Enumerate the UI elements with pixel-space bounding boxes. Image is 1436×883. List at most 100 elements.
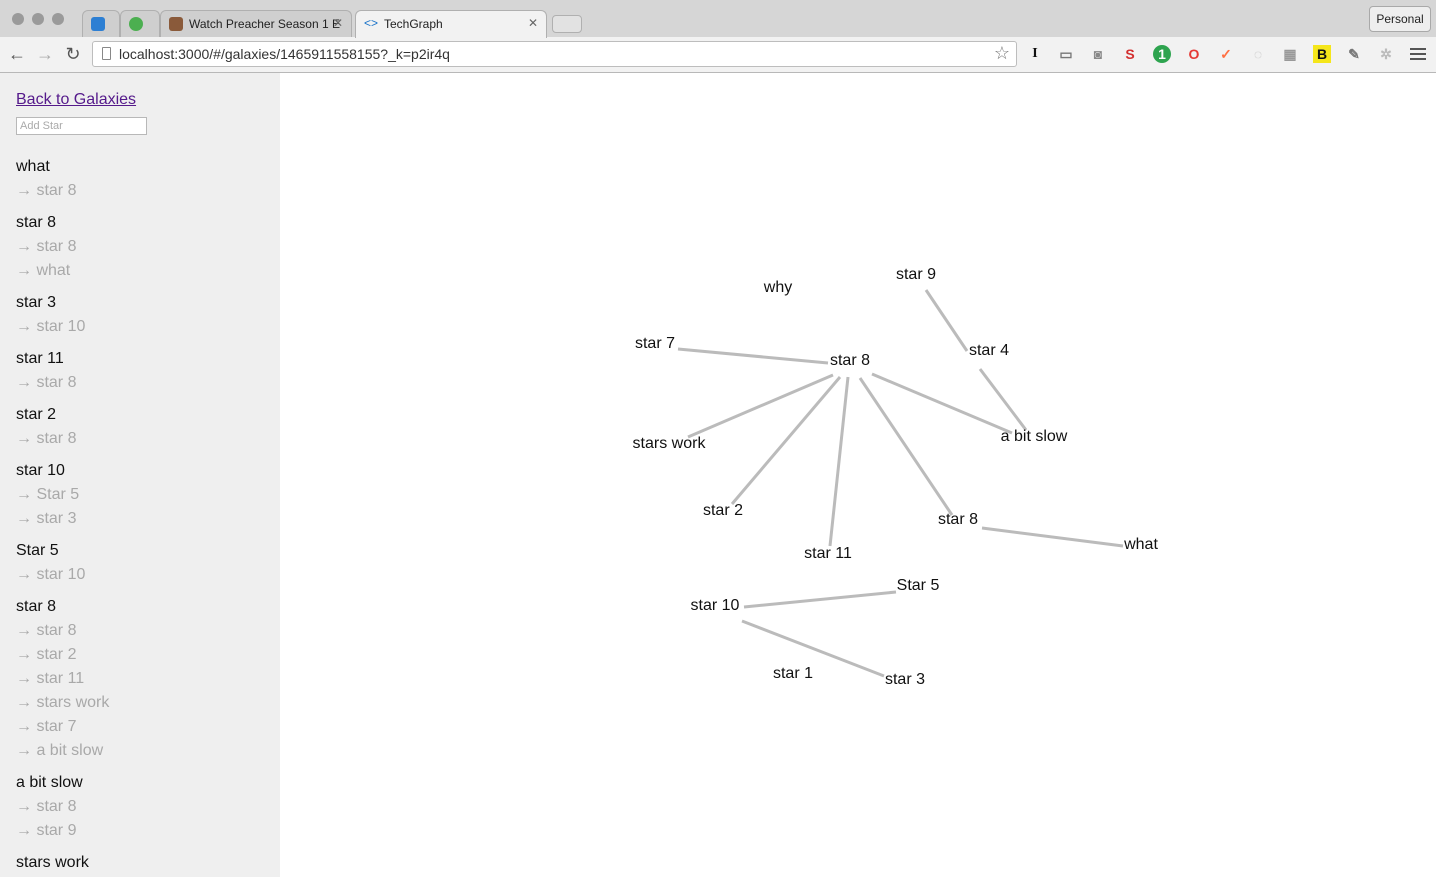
tab-pinned-1[interactable] <box>82 10 120 37</box>
address-bar[interactable]: localhost:3000/#/galaxies/1465911558155?… <box>92 41 1017 67</box>
film-icon <box>169 17 183 31</box>
graph-node-label[interactable]: why <box>763 279 792 296</box>
graph-edge <box>730 376 842 505</box>
star-name[interactable]: star 8 <box>16 598 57 615</box>
graph-node-label[interactable]: stars work <box>633 435 707 452</box>
star-entry: star 8 → star 8 → star 2 → star 11 → stars w… <box>16 595 109 763</box>
star-entry: star 11 → star 8 <box>16 347 109 395</box>
star-link[interactable]: → star 10 <box>16 318 86 335</box>
graph-node-label[interactable]: star 11 <box>804 545 852 562</box>
star-name[interactable]: what <box>16 158 50 175</box>
graph-node-label[interactable]: star 8 <box>938 511 978 528</box>
browser-chrome: Watch Preacher Season 1 E ✕ <> TechGraph… <box>0 0 1436 73</box>
sidebar: Back to Galaxies what → star 8 star 8 → sta… <box>0 73 280 877</box>
star-link[interactable]: → stars work <box>16 694 110 711</box>
star-link[interactable]: → star 11 <box>16 670 85 687</box>
star-name[interactable]: star 11 <box>16 350 64 367</box>
bookmark-star-icon[interactable]: ☆ <box>993 43 1010 63</box>
graph-node-label[interactable]: star 10 <box>691 597 740 614</box>
star-entry: stars work <box>16 851 109 875</box>
graph-node-label[interactable]: star 2 <box>703 502 743 519</box>
forward-arrow-icon[interactable]: → <box>36 44 54 64</box>
graph-node-label[interactable]: star 7 <box>635 335 675 352</box>
graph-edge <box>858 377 954 516</box>
green-extension-icon[interactable]: 1 <box>1153 45 1171 63</box>
star-link[interactable]: → star 3 <box>16 510 77 527</box>
graph-edge <box>924 289 969 352</box>
new-tab-button[interactable] <box>552 15 582 33</box>
pin-extension-icon[interactable]: ✎ <box>1348 46 1360 62</box>
star-entry: star 8 → star 8 → what <box>16 211 109 283</box>
minimize-window-button[interactable] <box>32 13 44 25</box>
browser-toolbar: ← → ↻ localhost:3000/#/galaxies/14659115… <box>0 37 1436 72</box>
star-entry: star 10 → Star 5 → star 3 <box>16 459 109 531</box>
b-extension-icon[interactable]: B <box>1313 45 1331 63</box>
s-extension-icon[interactable]: S <box>1125 46 1135 62</box>
zoom-window-button[interactable] <box>52 13 64 25</box>
graph-node-label[interactable]: star 3 <box>885 671 925 688</box>
graph-edge <box>828 376 850 547</box>
tab-title: TechGraph <box>384 17 443 31</box>
graph-edge <box>677 347 829 365</box>
tab-watch-preacher[interactable]: Watch Preacher Season 1 E ✕ <box>160 10 352 37</box>
close-tab-icon[interactable]: ✕ <box>332 16 343 30</box>
star-name[interactable]: Star 5 <box>16 542 59 559</box>
back-to-galaxies-link[interactable]: Back to Galaxies <box>16 91 137 108</box>
graph-node-label[interactable]: Star 5 <box>897 577 940 594</box>
profile-button[interactable]: Personal <box>1369 6 1431 32</box>
star-link[interactable]: → a bit slow <box>16 742 104 759</box>
graph-node-label[interactable]: star 8 <box>830 352 870 369</box>
bird-extension-icon[interactable]: ✓ <box>1220 46 1232 62</box>
instapaper-icon[interactable]: I <box>1032 46 1038 61</box>
app-icon <box>91 17 105 31</box>
star-list: what → star 8 star 8 → star 8 → what star 3 → … <box>16 155 109 883</box>
star-link[interactable]: → star 8 <box>16 374 77 391</box>
star-link[interactable]: → star 10 <box>16 566 86 583</box>
globe-icon <box>129 17 143 31</box>
star-entry: star 3 → star 10 <box>16 291 109 339</box>
hamburger-menu-icon[interactable] <box>1410 45 1426 63</box>
star-link[interactable]: → what <box>16 262 71 279</box>
star-link[interactable]: → star 8 <box>16 622 77 639</box>
box-extension-icon[interactable]: ▦ <box>1283 46 1297 62</box>
add-star-input[interactable] <box>16 117 147 135</box>
circle-extension-icon[interactable]: ◌ <box>1253 46 1263 62</box>
star-name[interactable]: star 10 <box>16 462 65 479</box>
graph-edge <box>981 526 1124 548</box>
star-entry: star 2 → star 8 <box>16 403 109 451</box>
star-name[interactable]: star 3 <box>16 294 57 311</box>
star-name[interactable]: a bit slow <box>16 774 83 791</box>
graph-node-label[interactable]: star 4 <box>969 342 1009 359</box>
graph-node-label[interactable]: what <box>1123 536 1158 553</box>
opera-icon[interactable]: O <box>1188 46 1200 62</box>
tab-pinned-2[interactable] <box>120 10 160 37</box>
close-window-button[interactable] <box>12 13 24 25</box>
star-link[interactable]: → star 9 <box>16 822 77 839</box>
star-entry: a bit slow → star 8 → star 9 <box>16 771 109 843</box>
star-name[interactable]: stars work <box>16 854 89 871</box>
cast-icon[interactable]: ▭ <box>1059 46 1073 62</box>
camera-icon[interactable]: ◙ <box>1093 46 1103 62</box>
star-link[interactable]: → star 8 <box>16 238 77 255</box>
tab-title: Watch Preacher Season 1 E <box>189 17 340 31</box>
star-name[interactable]: star 8 <box>16 214 57 231</box>
graph-edge <box>687 373 834 439</box>
tab-techgraph[interactable]: <> TechGraph ✕ <box>355 10 547 38</box>
back-arrow-icon[interactable]: ← <box>8 44 26 64</box>
star-name[interactable]: star 2 <box>16 406 57 423</box>
star-link[interactable]: → star 8 <box>16 182 77 199</box>
gear-extension-icon[interactable]: ✲ <box>1380 46 1392 62</box>
star-link[interactable]: → star 2 <box>16 646 77 663</box>
graph-node-label[interactable]: star 9 <box>896 266 936 283</box>
star-link[interactable]: → star 8 <box>16 430 77 447</box>
reload-icon[interactable]: ↻ <box>65 44 81 64</box>
graph-canvas: why star 9 star 7 star 8 star 4 stars work a b… <box>633 266 1159 688</box>
graph-node-label[interactable]: a bit slow <box>1001 428 1068 445</box>
star-link[interactable]: → star 8 <box>16 798 77 815</box>
graph-edge <box>978 368 1028 431</box>
star-link[interactable]: → Star 5 <box>16 486 80 503</box>
close-tab-icon[interactable]: ✕ <box>527 16 538 30</box>
graph-node-label[interactable]: star 1 <box>773 665 813 682</box>
star-link[interactable]: → star 7 <box>16 718 77 735</box>
code-icon: <> <box>364 16 379 30</box>
